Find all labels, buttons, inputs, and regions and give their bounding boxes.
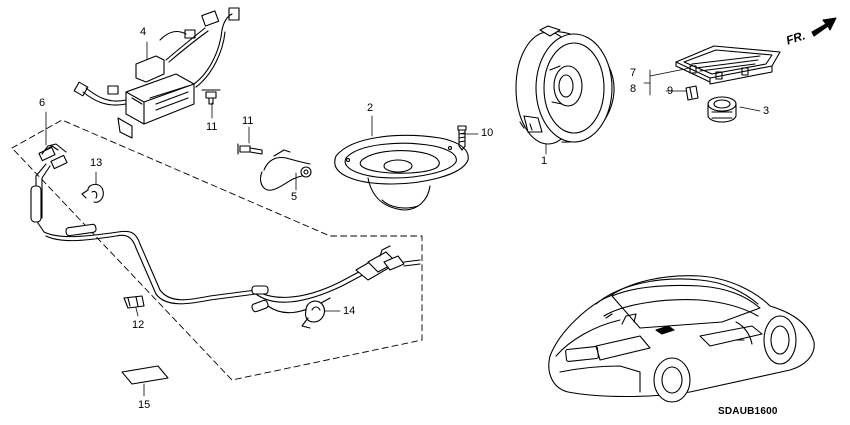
callout-11-upper: 11 xyxy=(206,121,218,133)
vehicle-illustration xyxy=(548,275,815,403)
callout-6: 6 xyxy=(39,97,46,109)
screw-10 xyxy=(457,125,467,151)
callout-2: 2 xyxy=(367,102,374,114)
amplifier-unit xyxy=(73,7,240,139)
clip-9 xyxy=(685,85,699,101)
callout-15: 15 xyxy=(138,399,151,411)
bolt-11-a xyxy=(201,89,221,105)
pad-15 xyxy=(121,365,169,385)
callout-9: 9 xyxy=(667,85,674,97)
grommet-14 xyxy=(301,300,325,329)
audio-harness xyxy=(30,143,421,314)
round-speaker xyxy=(515,25,615,145)
clamp-13 xyxy=(81,183,104,203)
callout-13: 13 xyxy=(90,157,103,169)
leader-lines xyxy=(45,41,761,397)
callout-8: 8 xyxy=(630,83,637,95)
kit-outline xyxy=(11,119,423,381)
tweeter xyxy=(707,96,737,123)
oval-speaker xyxy=(334,134,469,211)
ground-wire xyxy=(259,149,312,191)
clip-12 xyxy=(123,295,145,309)
diagram-code: SDAUB1600 xyxy=(718,406,778,417)
tweeter-cover xyxy=(675,45,781,85)
callout-5: 5 xyxy=(291,191,298,203)
callout-10: 10 xyxy=(481,127,494,139)
callout-1: 1 xyxy=(541,155,548,167)
callout-3: 3 xyxy=(763,105,770,117)
callout-11-lower: 11 xyxy=(242,115,254,127)
bolt-11-b xyxy=(237,143,263,155)
fr-arrow xyxy=(811,17,837,37)
callout-7: 7 xyxy=(630,67,637,79)
callout-14: 14 xyxy=(343,305,356,317)
callout-4: 4 xyxy=(140,26,147,38)
callout-12: 12 xyxy=(132,319,145,331)
